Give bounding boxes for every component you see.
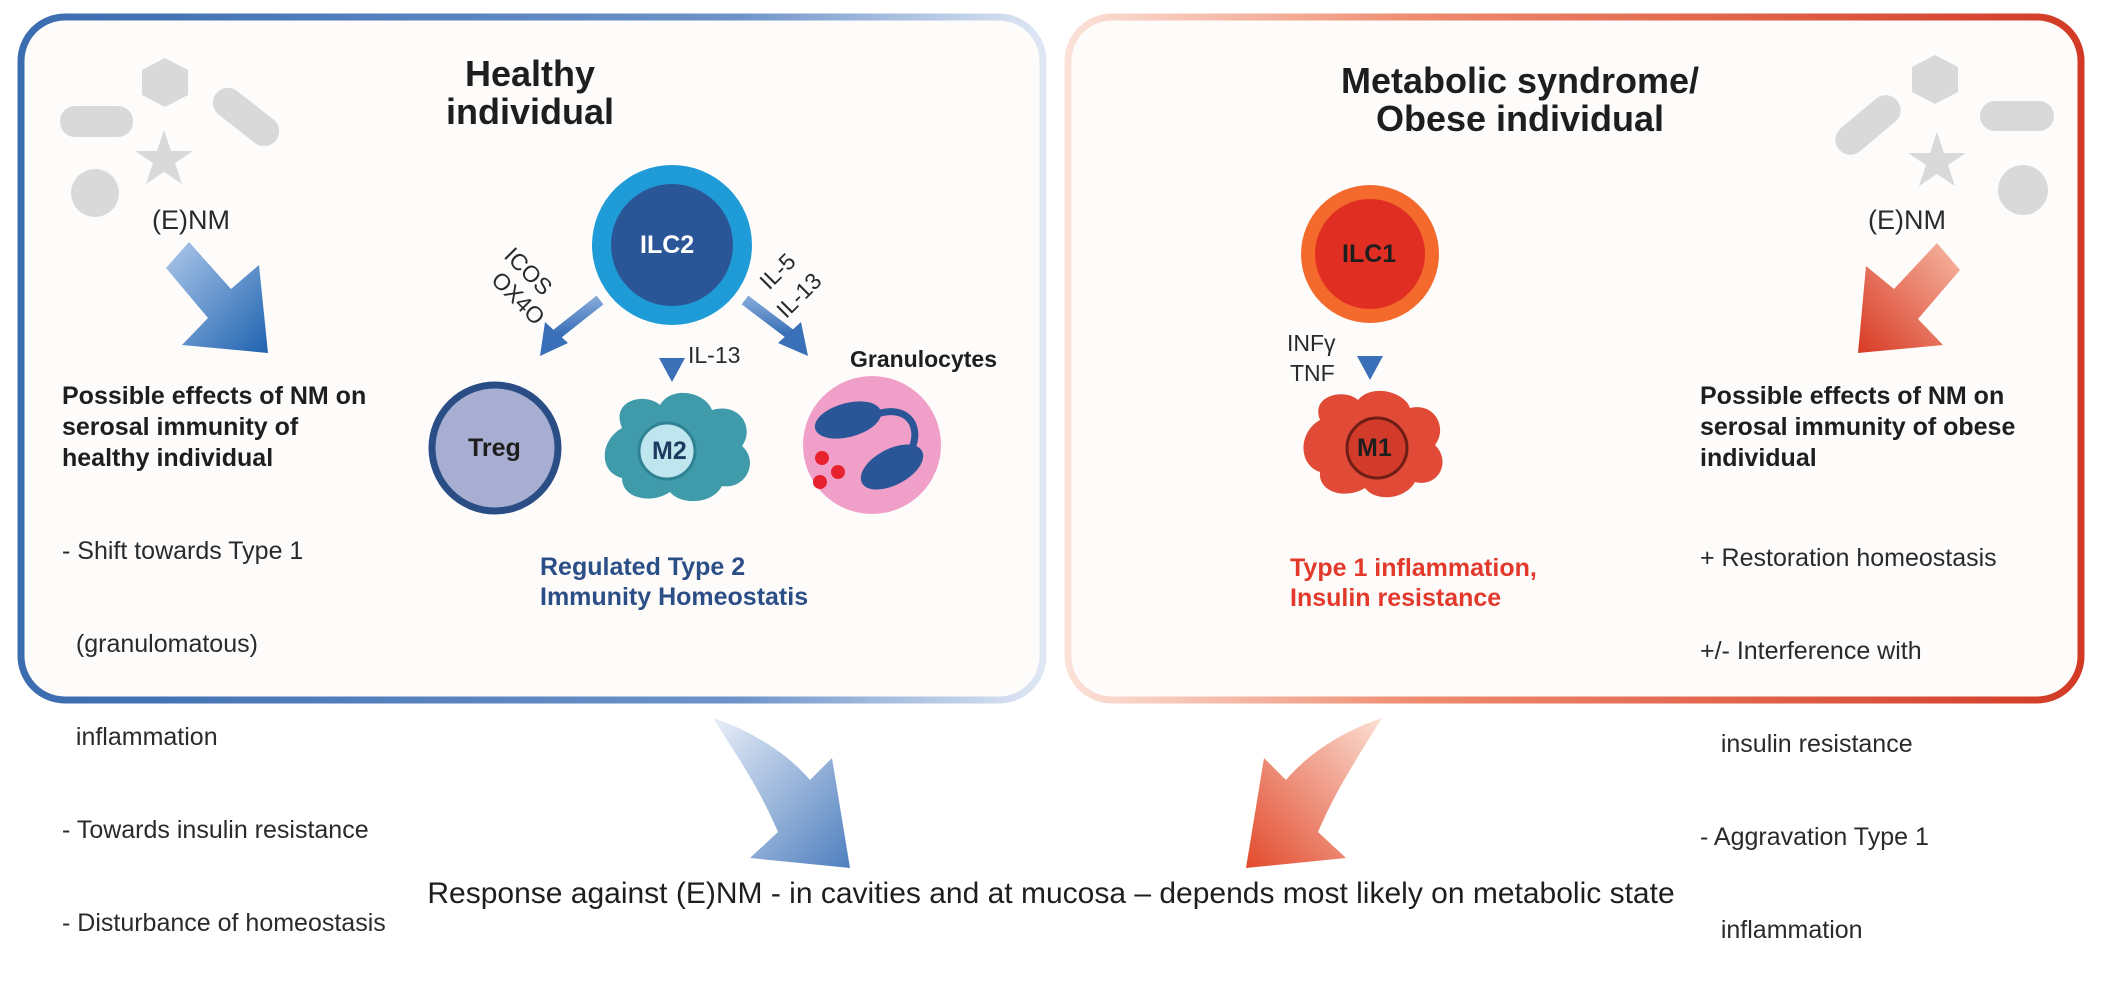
left-enm-arrow: [166, 242, 268, 353]
left-effects-heading-line-3: healthy individual: [62, 444, 274, 472]
right-title-line-1: Metabolic syndrome/: [1340, 60, 1700, 101]
right-caption: Type 1 inflammation, Insulin resistance: [1290, 553, 1537, 613]
left-effects-list: - Shift towards Type 1 (granulomatous) i…: [62, 474, 386, 1001]
left-title-line-2: individual: [445, 91, 614, 132]
left-effect-line-2: (granulomatous): [62, 630, 258, 658]
ilc2-label: ILC2: [640, 231, 695, 259]
left-effects-heading: Possible effects of NM on serosal immuni…: [62, 381, 366, 474]
ilc1-label: ILC1: [1342, 240, 1397, 268]
m1-macrophage: [1303, 390, 1443, 498]
left-panel-title: Healthy individual: [420, 55, 640, 131]
right-effect-line-4: - Aggravation Type 1: [1700, 823, 1929, 851]
left-caption: Regulated Type 2 Immunity Homeostatis: [540, 552, 808, 612]
left-effect-line-3: inflammation: [62, 723, 218, 751]
granulocytes-label: Granulocytes: [850, 346, 997, 372]
footer-conclusion: Response against (E)NM - in cavities and…: [427, 877, 1675, 910]
diagram-canvas: Healthy individual (E)NM Possible effect…: [17, 13, 2085, 944]
m2-label: M2: [652, 437, 687, 465]
left-title-line-1: Healthy: [464, 53, 596, 94]
ilc2-cell: [592, 165, 752, 325]
right-nanomaterial-shapes-icon: [1835, 55, 2054, 215]
right-effects-list: + Restoration homeostasis +/- Interferen…: [1700, 481, 1997, 1008]
granulocyte-cell: [803, 376, 941, 514]
tnf-label: TNF: [1290, 360, 1335, 386]
right-caption-line-1: Type 1 inflammation,: [1290, 554, 1537, 582]
left-effect-line-5: - Disturbance of homeostasis: [62, 909, 386, 937]
right-effects-heading: Possible effects of NM on serosal immuni…: [1700, 381, 2015, 474]
left-effects-heading-line-1: Possible effects of NM on: [62, 382, 367, 410]
right-caption-line-2: Insulin resistance: [1290, 584, 1502, 612]
il13-label: IL-13: [688, 342, 741, 368]
right-title-line-2: Obese individual: [1375, 98, 1665, 139]
ilc2-to-granulocytes-arrow: [741, 295, 808, 356]
left-enm-label: (E)NM: [152, 205, 230, 235]
right-effects-heading-line-1: Possible effects of NM on: [1700, 382, 2005, 410]
left-effect-line-4: - Towards insulin resistance: [62, 816, 369, 844]
treg-cell: [428, 381, 562, 515]
bottom-red-arrow: [1246, 718, 1382, 868]
m1-label: M1: [1357, 434, 1392, 462]
right-panel-title: Metabolic syndrome/ Obese individual: [1320, 62, 1720, 138]
ilc2-to-m2-arrow: [659, 330, 685, 382]
right-effects-heading-line-2: serosal immunity of obese: [1700, 413, 2016, 441]
left-caption-line-2: Immunity Homeostatis: [540, 583, 809, 611]
left-effects-heading-line-2: serosal immunity of: [62, 413, 299, 441]
left-nanomaterial-shapes-icon: [60, 58, 280, 217]
right-panel-frame: [1064, 13, 2085, 704]
left-caption-line-1: Regulated Type 2: [540, 553, 746, 581]
right-effect-line-1: + Restoration homeostasis: [1700, 544, 1997, 572]
right-effect-line-3: insulin resistance: [1700, 730, 1913, 758]
right-effect-line-5: inflammation: [1700, 916, 1863, 944]
ilc2-to-treg-arrow: [540, 295, 604, 356]
left-panel-frame: [17, 13, 1047, 704]
right-enm-arrow: [1858, 243, 1960, 353]
ilc1-to-m1-arrow: [1357, 328, 1383, 380]
right-enm-label: (E)NM: [1868, 205, 1946, 235]
diagram-graphics: [17, 13, 2085, 868]
infg-label: INFγ: [1287, 330, 1336, 356]
ilc1-cell: [1301, 185, 1439, 323]
left-effect-line-1: - Shift towards Type 1: [62, 537, 304, 565]
treg-label: Treg: [468, 434, 521, 462]
right-effects-heading-line-3: individual: [1700, 444, 1817, 472]
m2-macrophage: [604, 392, 750, 502]
bottom-blue-arrow: [713, 718, 850, 868]
right-effect-line-2: +/- Interference with: [1700, 637, 1922, 665]
